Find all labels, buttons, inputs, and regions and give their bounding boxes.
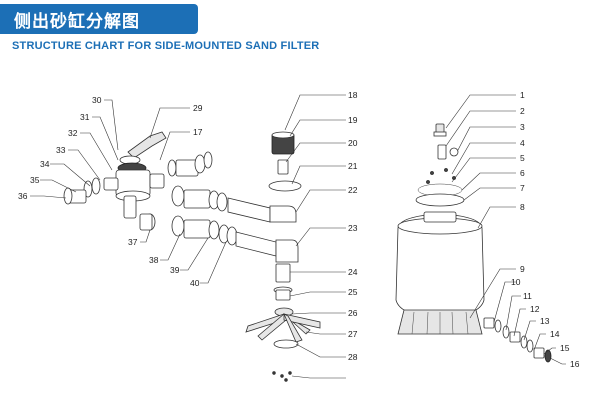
part-number: 36 — [18, 191, 28, 201]
part-number: 40 — [190, 278, 200, 288]
part-number: 31 — [80, 112, 90, 122]
part-number: 12 — [530, 304, 540, 314]
filter-tank — [395, 123, 552, 363]
part-number-labels: 1 2 3 4 5 6 7 8 9 10 11 12 13 14 15 16 1… — [18, 90, 580, 369]
part-number: 28 — [348, 352, 358, 362]
part-number: 25 — [348, 287, 358, 297]
part-number: 19 — [348, 115, 358, 125]
part-number: 38 — [149, 255, 159, 265]
part-number: 14 — [550, 329, 560, 339]
part-number: 27 — [348, 329, 358, 339]
part-number: 26 — [348, 308, 358, 318]
part-number: 7 — [520, 183, 525, 193]
lateral-assembly — [245, 131, 321, 382]
part-number: 4 — [520, 138, 525, 148]
part-number: 5 — [520, 153, 525, 163]
page-title: 侧出砂缸分解图 — [0, 4, 198, 34]
part-number: 1 — [520, 90, 525, 100]
part-number: 39 — [170, 265, 180, 275]
part-number: 32 — [68, 128, 78, 138]
part-number: 10 — [511, 277, 521, 287]
part-number: 11 — [523, 291, 532, 301]
part-number: 16 — [570, 359, 580, 369]
valve-assembly — [63, 131, 299, 263]
part-number: 8 — [520, 202, 525, 212]
page-subtitle: STRUCTURE CHART FOR SIDE-MOUNTED SAND FI… — [12, 40, 320, 52]
part-number: 15 — [560, 343, 570, 353]
part-number: 35 — [30, 175, 40, 185]
part-number: 2 — [520, 106, 525, 116]
part-number: 33 — [56, 145, 66, 155]
part-number: 18 — [348, 90, 358, 100]
part-number: 3 — [520, 122, 525, 132]
part-number: 29 — [193, 103, 203, 113]
part-number: 20 — [348, 138, 358, 148]
part-number: 22 — [348, 185, 358, 195]
part-number: 17 — [193, 127, 203, 137]
part-number: 6 — [520, 168, 525, 178]
part-number: 9 — [520, 264, 525, 274]
leader-lines — [30, 94, 566, 379]
part-number: 21 — [348, 161, 358, 171]
part-number: 34 — [40, 159, 50, 169]
part-number: 24 — [348, 267, 358, 277]
part-number: 37 — [128, 237, 138, 247]
part-number: 13 — [540, 316, 550, 326]
part-number: 23 — [348, 223, 358, 233]
part-number: 30 — [92, 95, 102, 105]
